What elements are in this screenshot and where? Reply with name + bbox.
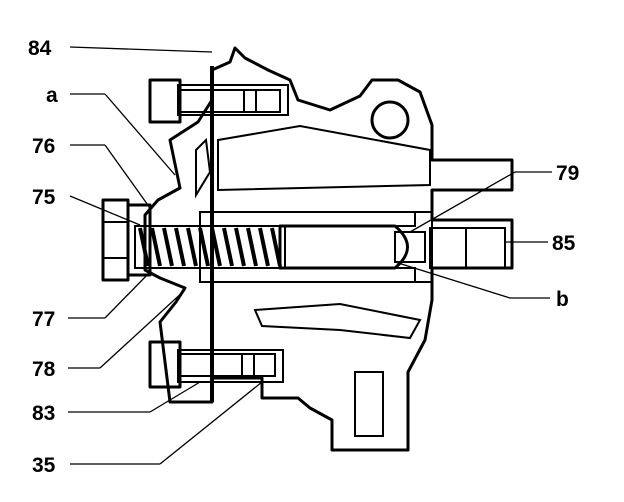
label-a: a — [46, 84, 58, 107]
cap-screw — [101, 198, 152, 282]
leader-77 — [104, 271, 151, 319]
leader-35 — [159, 381, 263, 465]
housing-body — [177, 46, 514, 452]
label-75: 75 — [32, 186, 56, 209]
leader-b — [394, 261, 511, 299]
bottom-screw-hole — [354, 371, 384, 437]
part-labels: 84 a 76 75 77 78 83 35 79 85 b — [28, 37, 579, 477]
label-76: 76 — [32, 135, 55, 158]
label-35: 35 — [32, 454, 56, 477]
leader-84 — [69, 46, 213, 53]
upper-bolt — [148, 78, 281, 124]
vent-passage — [195, 137, 212, 199]
ring-hole — [370, 100, 410, 140]
label-85: 85 — [552, 232, 576, 255]
leader-lines — [68, 46, 552, 465]
leader-76 — [104, 144, 151, 209]
cap-washer — [128, 203, 152, 277]
upper-bolt-hole — [177, 84, 289, 116]
plunger — [278, 224, 409, 270]
leader-78 — [99, 289, 186, 369]
leader-a — [104, 93, 176, 176]
label-78: 78 — [32, 358, 56, 381]
label-b: b — [556, 288, 569, 311]
plunger-tip — [394, 231, 426, 263]
lower-cavity — [253, 302, 422, 340]
housing-section — [210, 46, 514, 452]
leader-83 — [149, 381, 201, 413]
spring — [134, 225, 286, 269]
plunger-sleeve — [199, 211, 426, 283]
label-84: 84 — [28, 37, 52, 60]
upper-cavity — [217, 124, 431, 192]
cap-head — [101, 198, 130, 282]
leader-75 — [69, 195, 141, 226]
adjacent-part — [429, 227, 506, 269]
lower-bolt — [148, 340, 276, 389]
label-77: 77 — [32, 308, 55, 331]
lower-bolt-hole — [177, 349, 284, 383]
central-bore — [199, 211, 433, 283]
label-83: 83 — [32, 402, 55, 425]
leader-79 — [409, 171, 516, 233]
label-79: 79 — [556, 162, 579, 185]
